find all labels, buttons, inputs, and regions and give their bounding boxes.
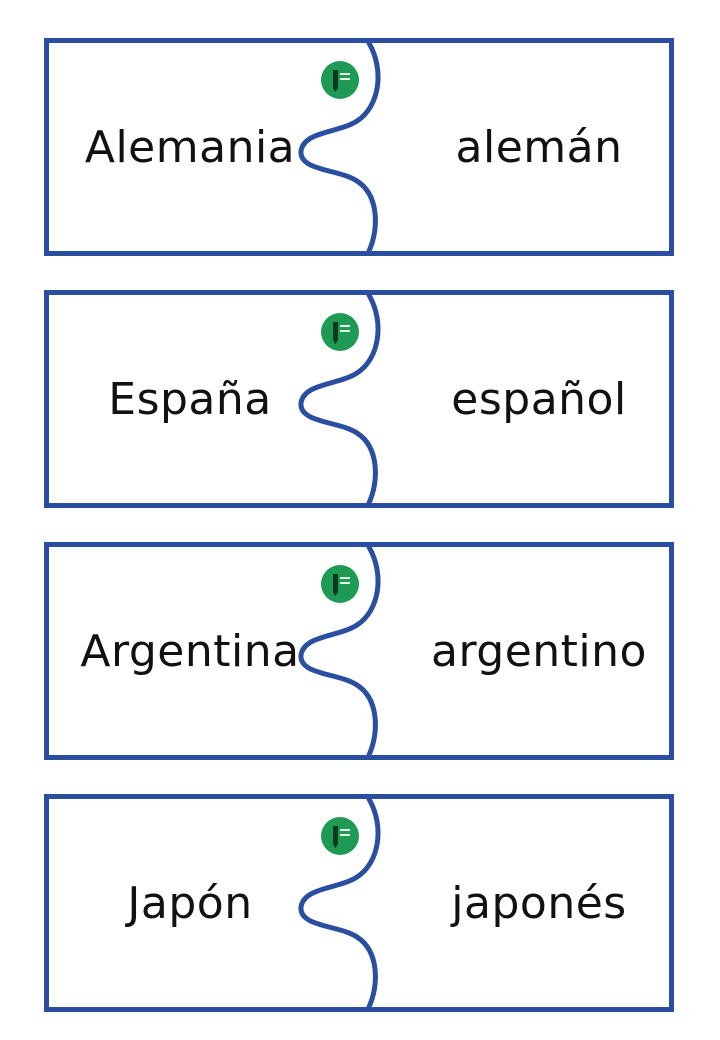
puzzle-divider bbox=[298, 40, 381, 254]
logo-badge-icon bbox=[321, 61, 359, 99]
nationality-adjective: argentino bbox=[431, 625, 647, 677]
nationality-adjective: español bbox=[451, 373, 627, 425]
puzzle-card: Argentina argentino bbox=[44, 542, 674, 760]
puzzle-divider bbox=[298, 796, 381, 1010]
puzzle-card: España español bbox=[44, 290, 674, 508]
country-name: Alemania bbox=[84, 121, 296, 173]
puzzle-divider bbox=[298, 544, 381, 758]
country-name: Japón bbox=[127, 877, 253, 929]
puzzle-card: Japón japonés bbox=[44, 794, 674, 1012]
nationality-adjective: japonés bbox=[451, 877, 627, 929]
logo-badge-icon bbox=[321, 817, 359, 855]
country-name: Argentina bbox=[80, 625, 300, 677]
puzzle-card: Alemania alemán bbox=[44, 38, 674, 256]
country-name: España bbox=[108, 373, 272, 425]
logo-badge-icon bbox=[321, 313, 359, 351]
nationality-adjective: alemán bbox=[455, 121, 623, 173]
puzzle-divider bbox=[298, 292, 381, 506]
logo-badge-icon bbox=[321, 565, 359, 603]
